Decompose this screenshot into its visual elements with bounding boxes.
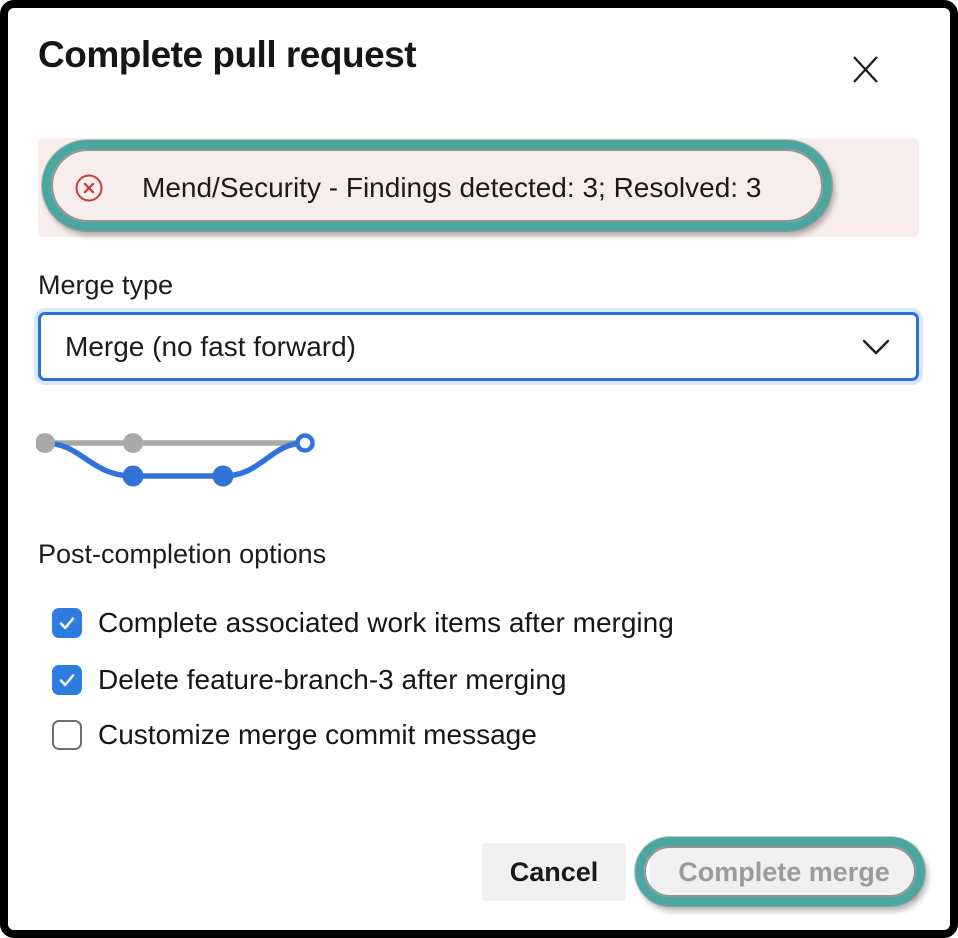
checkbox-customize-message[interactable]: [52, 720, 82, 750]
merge-diagram: [36, 433, 315, 487]
cancel-button[interactable]: Cancel: [482, 843, 626, 901]
option-customize-message[interactable]: Customize merge commit message: [52, 719, 537, 751]
check-icon: [59, 617, 75, 630]
checkbox-delete-branch[interactable]: [52, 665, 82, 695]
merge-type-selected-value: Merge (no fast forward): [65, 330, 356, 362]
option-delete-branch[interactable]: Delete feature-branch-3 after merging: [52, 664, 566, 696]
merge-type-select[interactable]: Merge (no fast forward): [38, 312, 919, 381]
check-icon: [59, 674, 75, 687]
option-complete-work-items[interactable]: Complete associated work items after mer…: [52, 607, 674, 639]
option-label: Customize merge commit message: [98, 719, 537, 750]
merge-type-label: Merge type: [38, 270, 174, 300]
page-title: Complete pull request: [38, 34, 417, 75]
alert-message: Mend/Security - Findings detected: 3; Re…: [142, 171, 762, 203]
error-circle-x-icon: [74, 173, 104, 203]
complete-merge-button[interactable]: Complete merge: [650, 843, 918, 901]
chevron-down-icon: [862, 338, 890, 356]
close-button[interactable]: [842, 46, 888, 92]
option-label: Delete feature-branch-3 after merging: [98, 664, 567, 695]
alert-banner: Mend/Security - Findings detected: 3; Re…: [38, 138, 919, 237]
post-completion-label: Post-completion options: [38, 539, 327, 569]
option-label: Complete associated work items after mer…: [98, 607, 674, 638]
close-icon: [853, 56, 878, 83]
checkbox-complete-work-items[interactable]: [52, 608, 82, 638]
